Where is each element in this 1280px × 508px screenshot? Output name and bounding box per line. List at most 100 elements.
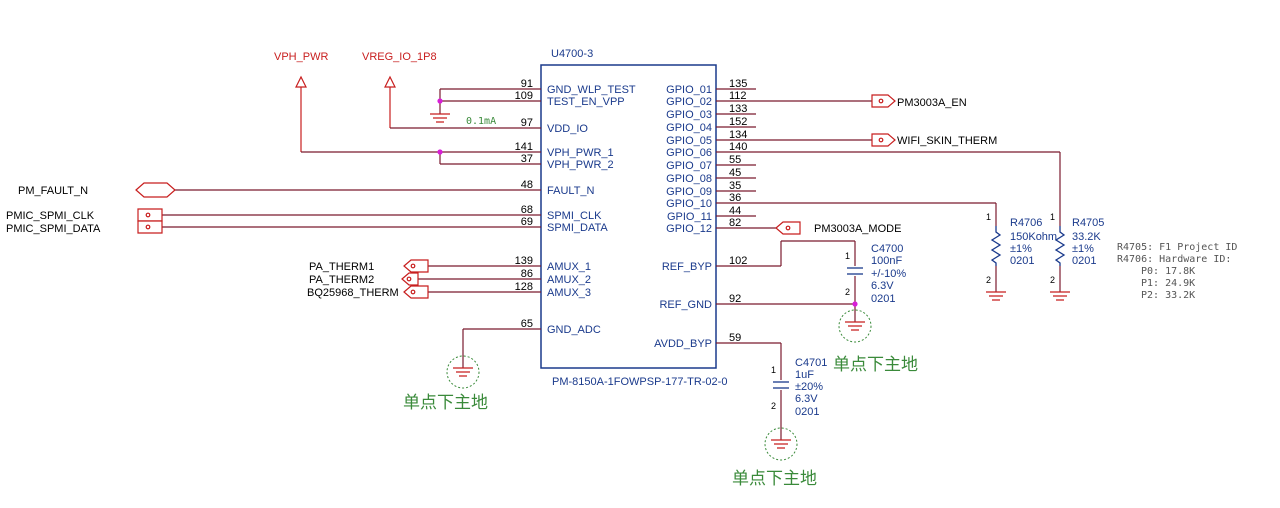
c4700-pin2: 2	[845, 287, 850, 297]
c4701-pin2: 2	[771, 401, 776, 411]
pm3003a-en-flag	[871, 94, 896, 108]
ground-note-left: 单点下主地	[403, 393, 488, 413]
ic-left-pin-name: GND_ADC	[547, 324, 601, 336]
ic-right-pin-number: 152	[729, 116, 747, 128]
ic-left-pin-name: FAULT_N	[547, 185, 595, 197]
note-line-1: R4705: F1 Project ID	[1117, 242, 1237, 253]
ic-right-pin-name: GPIO_06	[666, 147, 712, 159]
r4705-tol: ±1%	[1072, 243, 1094, 255]
capacitor-c4700	[838, 267, 872, 343]
ic-right-pin-number: 134	[729, 129, 747, 141]
ic-right-pin-name: GPIO_08	[666, 173, 712, 185]
bq-therm-flag	[403, 285, 429, 299]
ic-right-pin-number: 36	[729, 192, 741, 204]
r4706-pin2: 2	[986, 275, 991, 285]
r4706-tol: ±1%	[1010, 243, 1032, 255]
left-wiring	[162, 88, 541, 389]
ic-left-pin-name: VPH_PWR_1	[547, 147, 614, 159]
ic-left-pin-name: VPH_PWR_2	[547, 159, 614, 171]
spmi-clk-flag	[137, 208, 163, 222]
r4705-ref: R4705	[1072, 217, 1104, 229]
pa-therm1-net: PA_THERM1	[309, 261, 374, 273]
c4701-pin1: 1	[771, 365, 776, 375]
note-line-5: P2: 33.2K	[1141, 290, 1195, 301]
pm3003a-en-net: PM3003A_EN	[897, 97, 967, 109]
resistor-r4706	[986, 226, 1006, 301]
ic-right-pin-name: GPIO_04	[666, 122, 712, 134]
c4700-pkg: 0201	[871, 293, 895, 305]
wifi-skin-net: WIFI_SKIN_THERM	[897, 135, 997, 147]
ic-right-pin-number: 35	[729, 180, 741, 192]
ic-right-pin-number: 92	[729, 293, 741, 305]
ic-left-pin-name: SPMI_DATA	[547, 222, 608, 234]
resistor-r4705	[1050, 226, 1070, 301]
note-line-4: P1: 24.9K	[1141, 278, 1195, 289]
ic-right-pin-name: GPIO_01	[666, 84, 712, 96]
ic-right-pin-number: 140	[729, 141, 747, 153]
ic-right-pin-name: REF_GND	[659, 299, 712, 311]
pa-therm1-flag	[403, 259, 429, 273]
r4705-pkg: 0201	[1072, 255, 1096, 267]
vreg-io-symbol: VREG_IO_1P8	[362, 51, 437, 128]
ic-right-pin-name: GPIO_12	[666, 223, 712, 235]
spmi-clk-net: PMIC_SPMI_CLK	[6, 210, 95, 222]
r4706-value: 150Kohm	[1010, 231, 1057, 243]
ic-right-pin-number: 112	[729, 90, 747, 102]
ic-right-pin-name: GPIO_03	[666, 109, 712, 121]
ic-left-pin-number: 91	[521, 78, 533, 90]
ic-right-pin-name: GPIO_07	[666, 160, 712, 172]
bq-therm-net: BQ25968_THERM	[307, 287, 399, 299]
ic-right-pin-number: 133	[729, 103, 747, 115]
note-line-2: R4706: Hardware ID:	[1117, 254, 1231, 265]
ic-right-pin-number: 82	[729, 217, 741, 229]
ic-left-pin-number: 139	[515, 255, 533, 267]
ground-note-center: 单点下主地	[833, 355, 918, 375]
ic-left-pin-number: 97	[521, 117, 533, 129]
c4700-value: 100nF	[871, 255, 902, 267]
ic-left-pin-name: VDD_IO	[547, 123, 588, 135]
pm3003a-mode-net: PM3003A_MODE	[814, 223, 901, 235]
note-line-3: P0: 17.8K	[1141, 266, 1195, 277]
vreg-io-label: VREG_IO_1P8	[362, 51, 437, 63]
ic-left-pin-name: GND_WLP_TEST	[547, 84, 636, 96]
ic-left-pin-name: SPMI_CLK	[547, 210, 602, 222]
ic-left-pin-number: 69	[521, 216, 533, 228]
ic-left-pin-number: 37	[521, 153, 533, 165]
c4701-tol: ±20%	[795, 381, 823, 393]
ic-left-pin-number: 141	[515, 141, 533, 153]
ic-left-pin-name: AMUX_1	[547, 261, 591, 273]
r4706-ref: R4706	[1010, 217, 1042, 229]
c4700-pin1: 1	[845, 251, 850, 261]
ic-left-pin-name: AMUX_3	[547, 287, 591, 299]
ic-right-pin-name: AVDD_BYP	[654, 338, 712, 350]
ic-right-pin-name: REF_BYP	[662, 261, 712, 273]
ic-right-pin-number: 45	[729, 167, 741, 179]
r4705-pin1: 1	[1050, 212, 1055, 222]
ic-left-pin-name: AMUX_2	[547, 274, 591, 286]
ic-part-number: PM-8150A-1FOWPSP-177-TR-02-0	[552, 376, 727, 388]
ic-right-pin-name: GPIO_10	[666, 198, 712, 210]
c4701-ref: C4701	[795, 357, 827, 369]
current-note: 0.1mA	[466, 116, 496, 127]
c4700-volt: 6.3V	[871, 280, 894, 292]
ic-ref: U4700-3	[551, 48, 593, 60]
ic-right-pin-name: GPIO_02	[666, 96, 712, 108]
spmi-data-flag	[137, 220, 163, 234]
ic-right-pin-number: 55	[729, 154, 741, 166]
ic-right-pin-number: 59	[729, 332, 741, 344]
c4700-tol: +/-10%	[871, 268, 906, 280]
ic-right-pin-name: GPIO_05	[666, 135, 712, 147]
vph-pwr-label: VPH_PWR	[274, 51, 328, 63]
c4700-ref: C4700	[871, 243, 903, 255]
ic-right-pin-number: 102	[729, 255, 747, 267]
spmi-data-net: PMIC_SPMI_DATA	[6, 223, 101, 235]
ic-right-pin-number: 135	[729, 78, 747, 90]
pa-therm2-net: PA_THERM2	[309, 274, 374, 286]
left-pin-group: GND_WLP_TEST91TEST_EN_VPP109VDD_IO97VPH_…	[515, 78, 636, 336]
pm3003a-mode-flag	[775, 221, 801, 235]
r4706-pin1: 1	[986, 212, 991, 222]
ground-note-bottom: 单点下主地	[732, 469, 817, 489]
r4705-value: 33.2K	[1072, 231, 1101, 243]
ic-right-pin-name: GPIO_09	[666, 186, 712, 198]
